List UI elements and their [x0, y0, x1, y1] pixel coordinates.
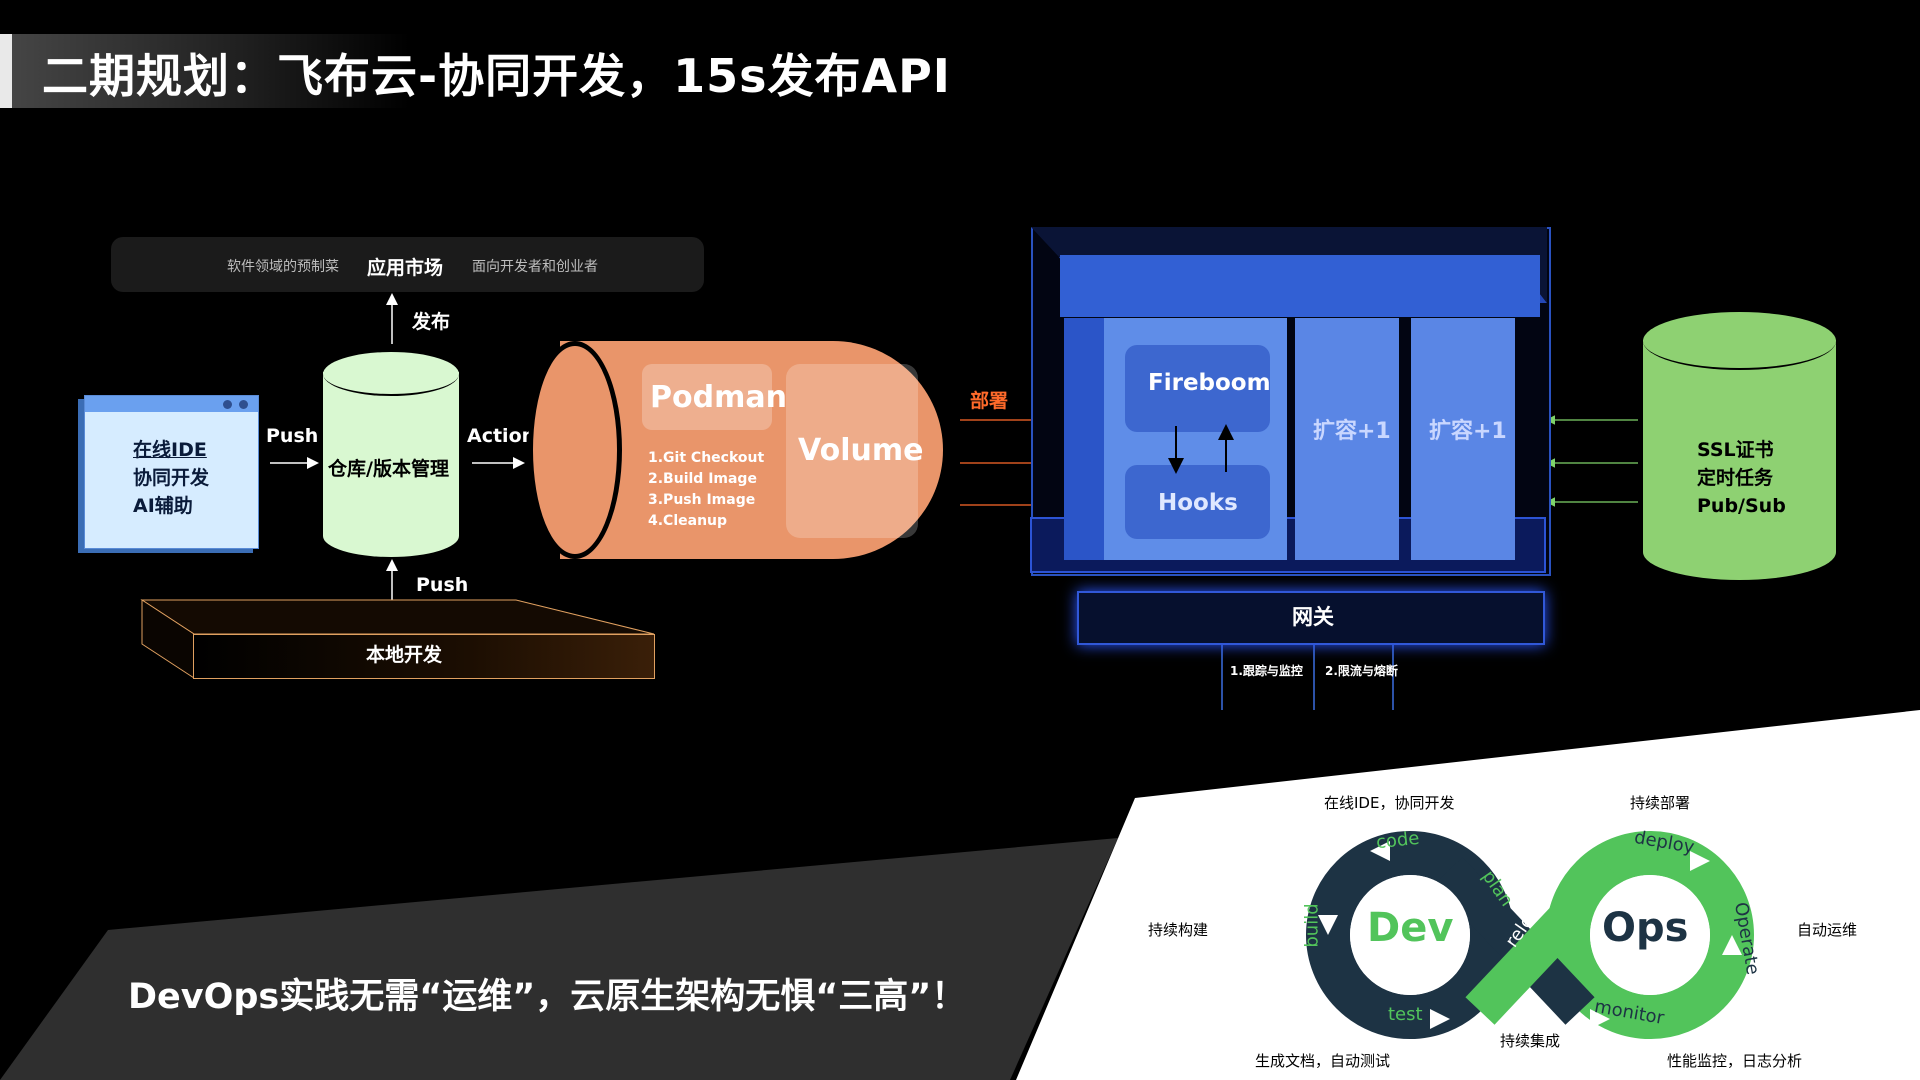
step-item: 2.Build Image: [648, 471, 757, 487]
fireboom-box: [1125, 345, 1270, 432]
server-shelf: [1060, 255, 1540, 317]
hooks-label: Hooks: [1158, 490, 1238, 516]
publish-label: 发布: [412, 311, 451, 333]
services-line: SSL证书: [1697, 439, 1774, 461]
pipeline-cap: [528, 341, 622, 559]
volume-label: Volume: [798, 433, 924, 468]
local-dev-box: [193, 634, 655, 679]
gateway-bar: [1077, 591, 1545, 645]
server-scale-column: [1295, 318, 1399, 560]
annotation-top-left: 在线IDE，协同开发: [1324, 794, 1455, 812]
market-left-text: 软件领域的预制菜: [227, 259, 339, 275]
ide-line-2: 协同开发: [133, 467, 210, 489]
repo-cylinder-top: [323, 352, 459, 396]
window-dot-icon: [239, 400, 248, 409]
scale-label-1: 扩容+1: [1313, 419, 1391, 444]
stage-build: build: [1301, 903, 1323, 948]
volume-box: [786, 364, 918, 538]
services-line: 定时任务: [1697, 467, 1774, 489]
market-title: 应用市场: [367, 257, 444, 279]
action-label: Action: [467, 425, 536, 447]
step-item: 3.Push Image: [648, 492, 756, 508]
annotation-top-right: 持续部署: [1630, 794, 1691, 812]
annotation-right: 自动运维: [1797, 921, 1858, 939]
hooks-box: [1125, 465, 1270, 539]
local-dev-label: 本地开发: [366, 644, 443, 666]
title-banner: [0, 34, 410, 108]
push-label-left: Push: [266, 425, 319, 447]
online-ide-window: 在线IDE 协同开发 AI辅助: [84, 395, 259, 549]
services-line: Pub/Sub: [1697, 495, 1786, 517]
annotation-bottom-left: 生成文档，自动测试: [1255, 1052, 1391, 1070]
annotation-bottom-center: 持续集成: [1500, 1032, 1561, 1050]
step-item: 1.Git Checkout: [648, 450, 765, 466]
services-text: SSL证书 定时任务 Pub/Sub: [1697, 436, 1786, 520]
ide-line-3: AI辅助: [133, 495, 193, 517]
gateway-note-1: 1.跟踪与监控: [1230, 664, 1303, 678]
scale-label-2: 扩容+1: [1429, 419, 1507, 444]
deploy-label: 部署: [970, 390, 1009, 412]
server-scale-column: [1411, 318, 1515, 560]
push-label-bottom: Push: [416, 574, 469, 596]
title-accent-bar: [0, 34, 12, 108]
ide-titlebar: [85, 396, 258, 412]
services-cylinder-top: [1643, 312, 1836, 370]
fireboom-hooks-arrows: [1168, 424, 1234, 474]
stage-test: test: [1388, 1004, 1423, 1025]
services-cylinder: [1643, 340, 1836, 552]
repo-cylinder: [323, 372, 459, 536]
fireboom-label: Fireboom: [1148, 370, 1271, 396]
page-title: 二期规划：飞布云-协同开发，15s发布API: [42, 49, 951, 103]
devops-ops-label: Ops: [1602, 905, 1689, 951]
ide-text: 在线IDE 协同开发 AI辅助: [133, 436, 209, 520]
repo-label: 仓库/版本管理: [328, 458, 449, 480]
annotation-left: 持续构建: [1148, 921, 1209, 939]
podman-label: Podman: [650, 380, 787, 415]
podman-box: [642, 364, 772, 430]
annotation-bottom-right: 性能监控，日志分析: [1667, 1052, 1803, 1070]
window-dot-icon: [223, 400, 232, 409]
slogan-text: DevOps实践无需“运维”，云原生架构无惧“三高”！: [128, 977, 967, 1017]
gateway-note-2: 2.限流与熔断: [1325, 664, 1398, 678]
podman-pipeline: [590, 341, 943, 559]
ide-line-1: 在线IDE: [133, 439, 207, 461]
devops-loop: [1306, 831, 1754, 1039]
devops-dev-label: Dev: [1367, 905, 1454, 951]
pipeline-steps: 1.Git Checkout 2.Build Image 3.Push Imag…: [648, 448, 764, 532]
market-right-text: 面向开发者和创业者: [472, 259, 598, 275]
step-item: 4.Cleanup: [648, 513, 728, 529]
app-market-bar: [111, 237, 704, 292]
slogan-panel: [0, 838, 1118, 1080]
gateway-label: 网关: [1292, 605, 1334, 629]
